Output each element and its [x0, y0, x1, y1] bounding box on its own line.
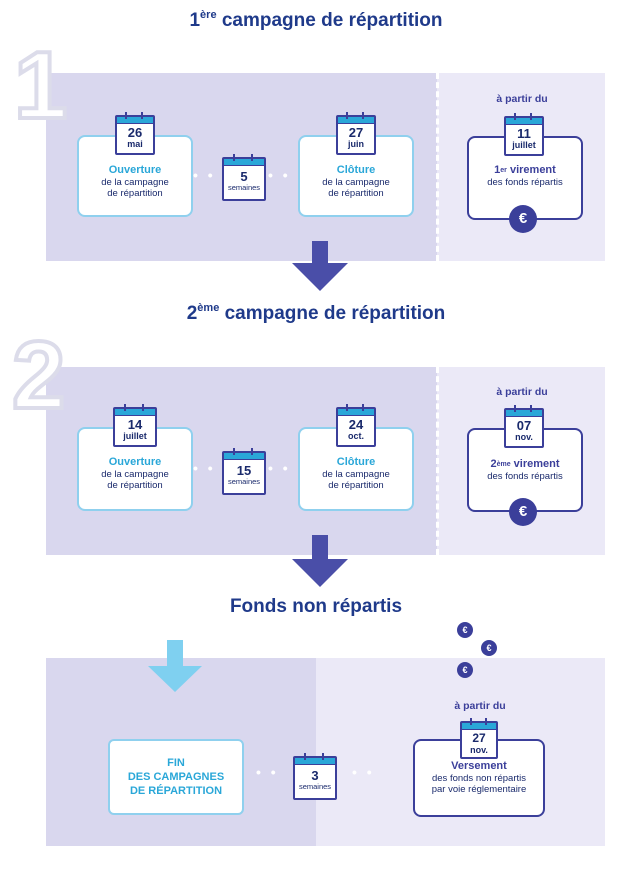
calendar-icon: 27 nov. [460, 718, 498, 759]
close-title: Clôture [336, 164, 376, 176]
open-title: Ouverture [108, 164, 162, 176]
section2-title: 2ème campagne de répartition [186, 302, 446, 324]
from-label: à partir du [454, 700, 506, 712]
from-label: à partir du [496, 386, 548, 398]
end-of-campaigns-card: FIN DES CAMPAGNES DE RÉPARTITION [108, 739, 244, 815]
euro-coin-icon: € [481, 640, 497, 656]
section1-big-number: 1 [12, 32, 69, 139]
euro-icon: € [509, 205, 537, 233]
duration-calendar-icon: 3 semaines [293, 753, 337, 800]
euro-coin-icon: € [457, 662, 473, 678]
down-arrow-icon [292, 535, 348, 587]
section3-title: Fonds non répartis [229, 596, 403, 617]
dots-left: • • [193, 460, 216, 476]
dots-right: • • [268, 167, 291, 183]
section1-divider [436, 73, 439, 261]
calendar-icon: 11 juillet [504, 113, 544, 156]
calendar-icon: 27 juin [336, 112, 376, 155]
close-line1: de la campagne [322, 177, 390, 188]
dots-right: • • [352, 764, 375, 780]
duration-calendar-icon: 5 semaines [222, 154, 266, 201]
open-line1: de la campagne [101, 177, 169, 188]
dots-right: • • [268, 460, 291, 476]
section1-open-card: Ouverture de la campagne de répartition [77, 135, 193, 217]
close-line2: de répartition [328, 188, 384, 199]
calendar-icon: 14 juillet [113, 404, 157, 447]
down-arrow-icon [292, 241, 348, 291]
euro-coin-icon: € [457, 622, 473, 638]
calendar-icon: 26 mai [115, 112, 155, 155]
section2-divider [436, 367, 439, 555]
euro-icon: € [509, 498, 537, 526]
section1-title: 1ère campagne de répartition [189, 9, 443, 31]
calendar-icon: 07 nov. [504, 405, 544, 448]
dots-left: • • [256, 764, 279, 780]
dots-left: • • [193, 167, 216, 183]
from-label: à partir du [496, 93, 548, 105]
section2-big-number: 2 [10, 322, 67, 429]
open-line2: de répartition [107, 188, 163, 199]
calendar-icon: 24 oct. [336, 404, 376, 447]
duration-calendar-icon: 15 semaines [222, 448, 266, 495]
down-arrow-icon [148, 640, 202, 692]
